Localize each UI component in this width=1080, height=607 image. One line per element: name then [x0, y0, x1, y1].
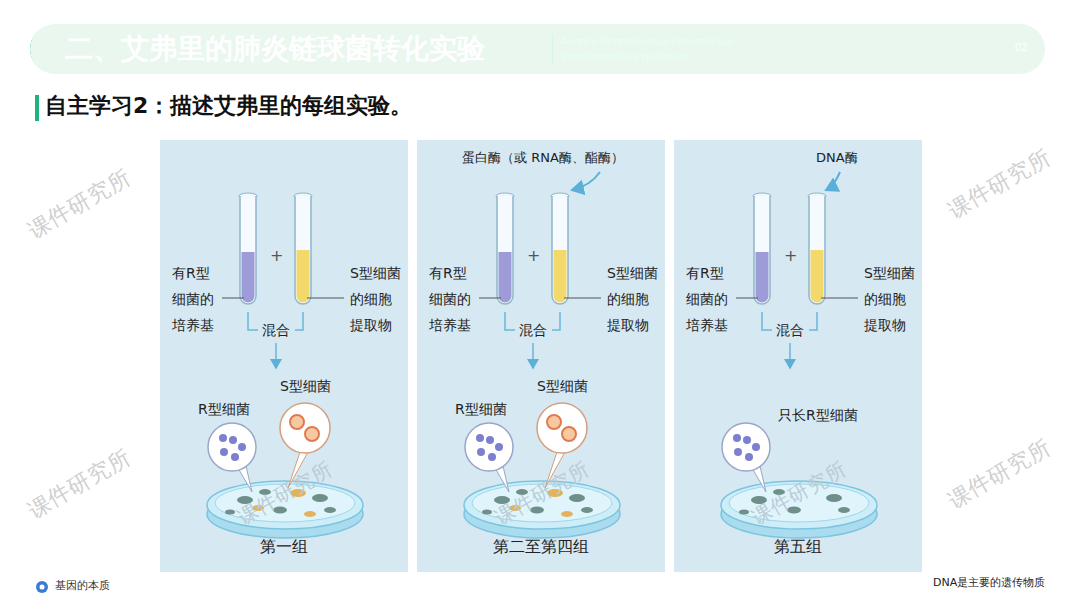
plus-sign: +	[784, 246, 798, 267]
tube-label: S型细菌的细胞提取物	[350, 260, 404, 338]
tube-label: 有R型细菌的培养基	[172, 260, 218, 338]
enzyme-arrow	[572, 172, 600, 190]
bacteria-label: R型细菌	[198, 400, 268, 418]
tube-label: 有R型细菌的培养基	[686, 260, 732, 338]
group-caption: 第一组	[160, 536, 408, 558]
mix-label: 混合	[262, 321, 294, 339]
slide-title: 二、艾弗里的肺炎链球菌转化实验	[65, 32, 485, 66]
watermark: 课件研究所	[736, 449, 862, 537]
experiment-setup	[207, 193, 363, 538]
heading-bar	[35, 95, 39, 121]
watermark: 课件研究所	[17, 439, 144, 529]
bacteria-label: S型细菌	[280, 377, 350, 395]
subheading: 自主学习2：描述艾弗里的每组实验。	[45, 92, 525, 121]
watermark: 课件研究所	[937, 429, 1064, 519]
watermark: 课件研究所	[937, 139, 1064, 229]
experiment-setup	[721, 193, 877, 538]
enzyme-label: 蛋白酶（或 RNA酶、酯酶）	[462, 150, 682, 167]
group-caption: 第二至第四组	[417, 536, 665, 558]
bacteria-label: R型细菌	[455, 400, 525, 418]
tube-label: 有R型细菌的培养基	[429, 260, 475, 338]
bacteria-label: S型细菌	[537, 377, 607, 395]
group-caption: 第五组	[674, 536, 922, 558]
footer-icon	[40, 585, 45, 590]
experiment-setup	[464, 193, 620, 538]
bacteria-label: 只长R型细菌	[778, 406, 888, 424]
footer-icon	[36, 581, 48, 593]
plus-sign: +	[270, 246, 284, 267]
tube-label: S型细菌的细胞提取物	[607, 260, 661, 338]
plus-sign: +	[527, 246, 541, 267]
footer-text: 基因的本质	[55, 579, 175, 593]
mix-label: 混合	[776, 321, 808, 339]
slide-subtitle: Avery's Streptococcus pneumoniae transfo…	[552, 34, 776, 64]
watermark: 课件研究所	[222, 449, 348, 537]
header-ground	[30, 24, 1045, 74]
enzyme-arrow	[826, 172, 840, 190]
enzyme-label: DNA酶	[816, 150, 876, 167]
watermark: 课件研究所	[479, 449, 605, 537]
page-number: 02	[1011, 41, 1031, 55]
watermark: 课件研究所	[17, 159, 144, 249]
tube-label: S型细菌的细胞提取物	[864, 260, 918, 338]
footer-text: DNA是主要的遗传物质	[933, 576, 1073, 590]
mix-label: 混合	[519, 321, 551, 339]
